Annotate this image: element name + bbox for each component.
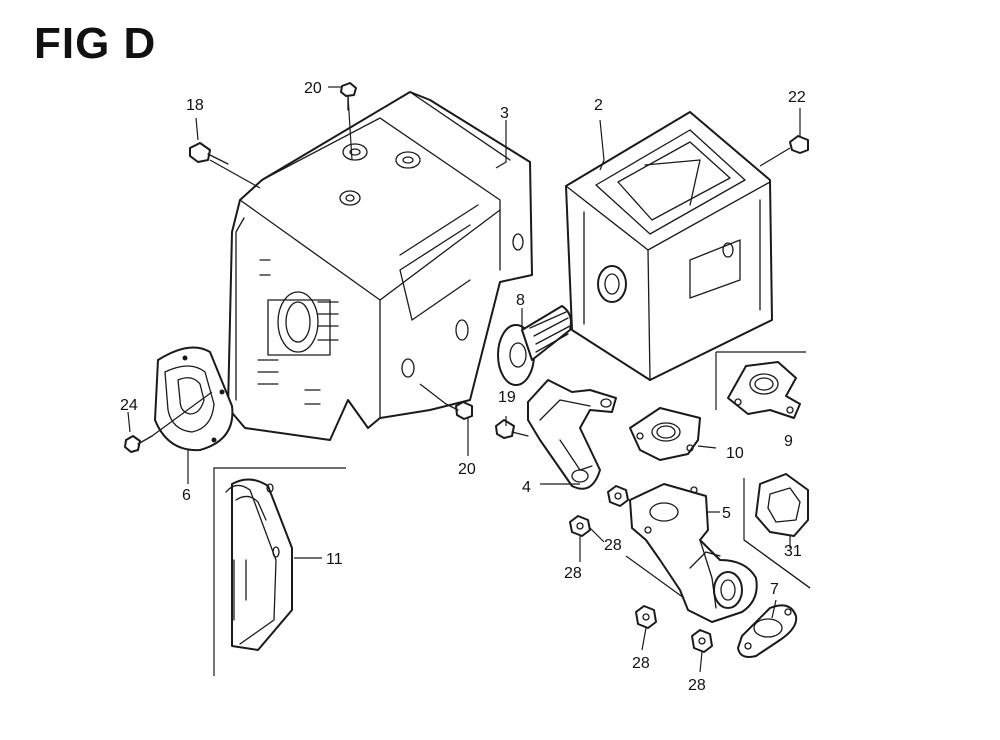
bolt-19 [495, 419, 529, 439]
gasket-inset-31 [743, 473, 811, 589]
bolt-24 [124, 435, 153, 453]
callout-7: 7 [770, 581, 779, 598]
callout-28-c: 28 [632, 655, 650, 672]
muffler-cover-inset [213, 467, 346, 676]
callout-3: 3 [500, 105, 509, 122]
callout-5: 5 [722, 505, 731, 522]
muffler [565, 111, 773, 381]
figure-title: FIG D [34, 19, 157, 68]
spark-arrester [497, 305, 572, 386]
callout-6: 6 [182, 487, 191, 504]
bolt-20-top [340, 82, 357, 111]
callout-24: 24 [120, 397, 138, 414]
bolt-20-bottom [445, 401, 473, 420]
muffler-gasket [629, 407, 701, 461]
bolt-18 [189, 142, 229, 165]
callout-10: 10 [726, 445, 744, 462]
callout-8: 8 [516, 292, 525, 309]
callout-22: 22 [788, 89, 806, 106]
muffler-protector [227, 91, 533, 441]
exhaust-pipe [629, 483, 758, 623]
callout-19: 19 [498, 389, 516, 406]
callout-28-b: 28 [564, 565, 582, 582]
callout-28-d: 28 [688, 677, 706, 694]
leader-lines [127, 86, 811, 673]
callout-11: 11 [326, 551, 343, 568]
callout-20-bottom: 20 [458, 461, 476, 478]
callout-28-a: 28 [604, 537, 622, 554]
callout-18: 18 [186, 97, 204, 114]
callout-2: 2 [594, 97, 603, 114]
callout-31: 31 [784, 543, 802, 560]
nut-28-b [569, 515, 591, 537]
muffler-stay [527, 379, 617, 490]
callout-20-top: 20 [304, 80, 322, 97]
callout-4: 4 [522, 479, 531, 496]
exhaust-gasket-inset [715, 351, 806, 419]
nut-28-a [607, 485, 629, 507]
bolt-22 [789, 135, 809, 154]
exhaust-deflector [154, 346, 234, 452]
callout-9: 9 [784, 433, 793, 450]
nut-28-d [691, 629, 713, 653]
nut-28-c [635, 605, 657, 629]
exhaust-pipe-gasket [737, 604, 798, 658]
